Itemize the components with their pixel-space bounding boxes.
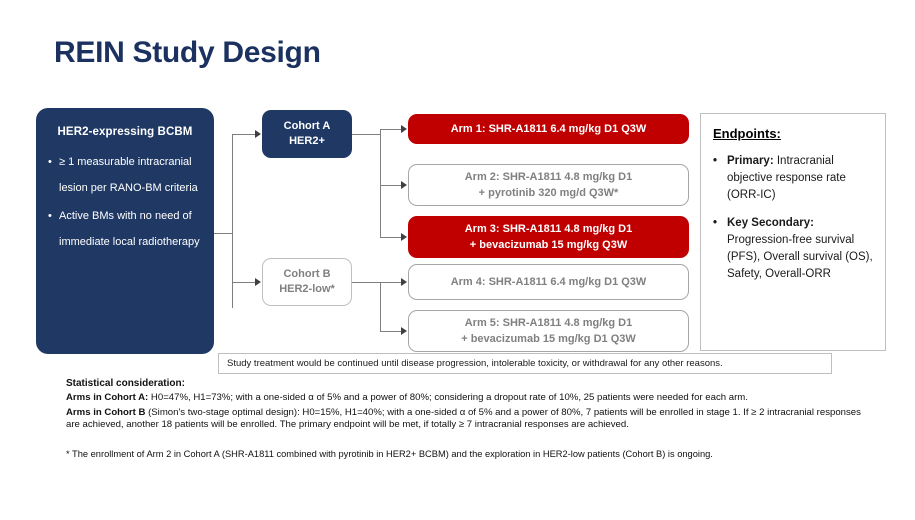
arm-2-line2: + pyrotinib 320 mg/d Q3W*	[478, 187, 619, 199]
connector-arrow-icon	[255, 130, 261, 138]
bullet-icon: •	[713, 217, 718, 229]
connector-line	[352, 282, 380, 283]
connector-line	[214, 233, 232, 234]
bullet-icon: •	[713, 155, 718, 167]
statistics-cohort-a-text: H0=47%, H1=73%; with a one-sided α of 5%…	[148, 392, 748, 403]
endpoint-secondary-body: Progression-free survival (PFS), Overall…	[727, 234, 873, 280]
endpoints-title: Endpoints:	[713, 126, 781, 141]
connector-line	[380, 129, 381, 237]
endpoint-primary: • Primary: Intracranial objective respon…	[713, 153, 875, 204]
connector-arrow-icon	[401, 278, 407, 286]
cohort-a-subtitle: HER2+	[289, 135, 325, 147]
endpoint-secondary: • Key Secondary: Progression-free surviv…	[713, 215, 875, 283]
endpoint-secondary-text: Key Secondary: Progression-free survival…	[727, 215, 875, 283]
population-criterion-text: Active BMs with no need of immediate loc…	[59, 210, 200, 248]
connector-arrow-icon	[255, 278, 261, 286]
statistics-cohort-b: Arms in Cohort B (Simon's two-stage opti…	[66, 407, 866, 432]
cohort-b-subtitle: HER2-low*	[279, 283, 335, 295]
page-title: REIN Study Design	[54, 36, 321, 69]
endpoint-primary-label: Primary:	[727, 155, 774, 167]
endpoint-primary-body: Intracranial objective response rate (OR…	[727, 155, 846, 201]
statistics-cohort-a: Arms in Cohort A: H0=47%, H1=73%; with a…	[66, 392, 866, 405]
population-criterion-text: ≥ 1 measurable intracranial lesion per R…	[59, 156, 198, 194]
connector-line	[352, 134, 380, 135]
cohort-b-box[interactable]: Cohort B HER2-low*	[262, 258, 352, 306]
arm-5-line1: Arm 5: SHR-A1811 4.8 mg/kg D1	[464, 317, 633, 329]
connector-line	[380, 237, 402, 238]
bullet-icon: •	[48, 210, 52, 222]
cohort-a-box[interactable]: Cohort A HER2+	[262, 110, 352, 158]
cohort-a-name: Cohort A	[283, 120, 331, 132]
endpoint-secondary-label: Key Secondary:	[727, 217, 814, 229]
statistical-consideration-block: Statistical consideration: Arms in Cohor…	[66, 378, 866, 434]
statistics-cohort-a-label: Arms in Cohort A:	[66, 392, 149, 403]
endpoint-primary-text: Primary: Intracranial objective response…	[727, 153, 875, 204]
treatment-duration-bar: Study treatment would be continued until…	[218, 353, 832, 374]
connector-arrow-icon	[401, 125, 407, 133]
connector-line	[380, 282, 381, 331]
population-criterion: • ≥ 1 measurable intracranial lesion per…	[48, 149, 202, 201]
arm-5-line2: + bevacizumab 15 mg/kg D1 Q3W	[461, 333, 636, 345]
connector-line	[380, 282, 402, 283]
slide-footer: 2025 ASCO® ANNUAL MEETING #ASCO25 PRESEN…	[0, 474, 915, 520]
slide-footnote-text: * The enrollment of Arm 2 in Cohort A (S…	[66, 449, 713, 459]
statistics-cohort-b-label: Arms in Cohort B	[66, 406, 146, 418]
bullet-icon: •	[48, 156, 52, 168]
arm-4-box[interactable]: Arm 4: SHR-A1811 6.4 mg/kg D1 Q3W	[408, 264, 689, 300]
connector-line	[232, 134, 233, 308]
statistics-cohort-b-text: (Simon's two-stage optimal design): H0=1…	[66, 406, 861, 431]
connector-arrow-icon	[401, 327, 407, 335]
connector-line	[232, 134, 256, 135]
arm-4-line1: Arm 4: SHR-A1811 6.4 mg/kg D1 Q3W	[450, 276, 647, 288]
arm-3-box[interactable]: Arm 3: SHR-A1811 4.8 mg/kg D1 + bevacizu…	[408, 216, 689, 258]
cohort-b-name: Cohort B	[283, 268, 331, 280]
arm-2-box[interactable]: Arm 2: SHR-A1811 4.8 mg/kg D1 + pyrotini…	[408, 164, 689, 206]
arm-5-box[interactable]: Arm 5: SHR-A1811 4.8 mg/kg D1 + bevacizu…	[408, 310, 689, 352]
connector-arrow-icon	[401, 181, 407, 189]
connector-line	[232, 282, 256, 283]
arm-1-box[interactable]: Arm 1: SHR-A1811 6.4 mg/kg D1 Q3W	[408, 114, 689, 144]
treatment-duration-text: Study treatment would be continued until…	[227, 358, 723, 369]
connector-arrow-icon	[401, 233, 407, 241]
arm-3-line2: + bevacizumab 15 mg/kg Q3W	[469, 239, 628, 251]
connector-line	[380, 129, 402, 130]
statistics-heading: Statistical consideration:	[66, 378, 185, 389]
endpoints-panel: Endpoints: • Primary: Intracranial objec…	[700, 113, 886, 351]
connector-line	[380, 185, 402, 186]
arm-3-line1: Arm 3: SHR-A1811 4.8 mg/kg D1	[464, 223, 633, 235]
population-criterion: • Active BMs with no need of immediate l…	[48, 203, 202, 255]
arm-2-line1: Arm 2: SHR-A1811 4.8 mg/kg D1	[464, 171, 633, 183]
population-box: HER2-expressing BCBM • ≥ 1 measurable in…	[36, 108, 214, 354]
population-heading: HER2-expressing BCBM	[57, 126, 193, 138]
connector-line	[380, 331, 402, 332]
slide-footnote: * The enrollment of Arm 2 in Cohort A (S…	[66, 449, 866, 459]
arm-1-line1: Arm 1: SHR-A1811 6.4 mg/kg D1 Q3W	[450, 123, 647, 135]
